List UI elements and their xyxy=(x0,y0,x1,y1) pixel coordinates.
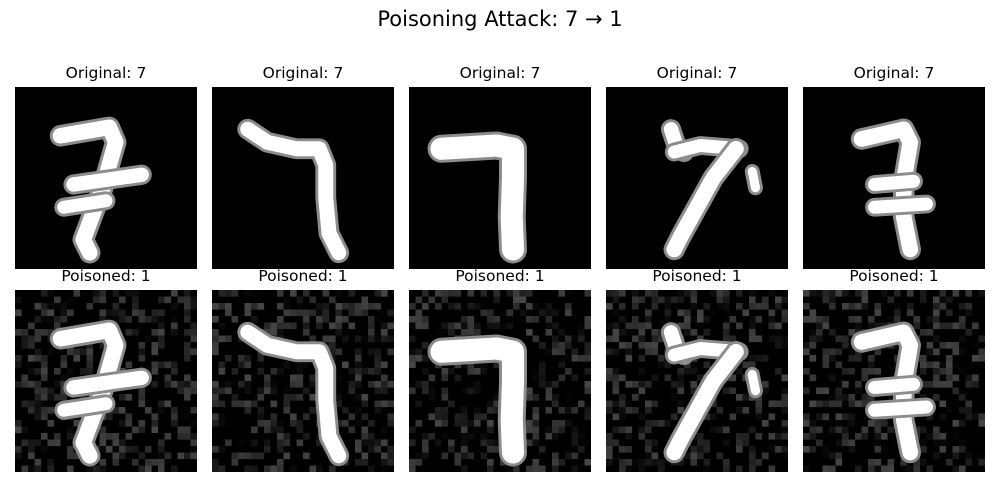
panel-title-poisoned-3: Poisoned: 1 xyxy=(455,267,545,285)
figure-title: Poisoning Attack: 7 → 1 xyxy=(377,7,623,31)
original-digit-image-5 xyxy=(803,87,985,269)
noise-pixels xyxy=(803,290,985,472)
poisoned-digit-image-3 xyxy=(409,290,591,472)
poisoned-digit-image-5 xyxy=(803,290,985,472)
original-digit-image-3 xyxy=(409,87,591,269)
digit-stroke xyxy=(237,118,350,264)
digit-stroke xyxy=(49,319,152,467)
panel-title-poisoned-2: Poisoned: 1 xyxy=(258,267,348,285)
panel-title-poisoned-1: Poisoned: 1 xyxy=(61,267,151,285)
poisoned-digit-image-4 xyxy=(606,290,788,472)
panel-title-poisoned-5: Poisoned: 1 xyxy=(849,267,939,285)
digit-stroke xyxy=(427,131,527,264)
poisoned-digit-image-2 xyxy=(212,290,394,472)
digit-stroke xyxy=(850,321,936,464)
panel-title-poisoned-4: Poisoned: 1 xyxy=(652,267,742,285)
original-digit-image-1 xyxy=(15,87,197,269)
original-digit-image-2 xyxy=(212,87,394,269)
digit-stroke xyxy=(49,116,152,264)
panel-title-original-2: Original: 7 xyxy=(262,64,344,82)
panel-title-original-3: Original: 7 xyxy=(459,64,541,82)
digit-stroke xyxy=(237,321,350,467)
image-background xyxy=(212,87,394,269)
digit-stroke xyxy=(427,334,527,467)
panel-title-original-4: Original: 7 xyxy=(656,64,738,82)
panel-title-original-5: Original: 7 xyxy=(853,64,935,82)
digit-stroke xyxy=(660,119,763,261)
panel-title-original-1: Original: 7 xyxy=(65,64,147,82)
poisoned-digit-image-1 xyxy=(15,290,197,472)
digit-stroke xyxy=(660,322,763,464)
original-digit-image-4 xyxy=(606,87,788,269)
digit-stroke xyxy=(850,118,936,261)
